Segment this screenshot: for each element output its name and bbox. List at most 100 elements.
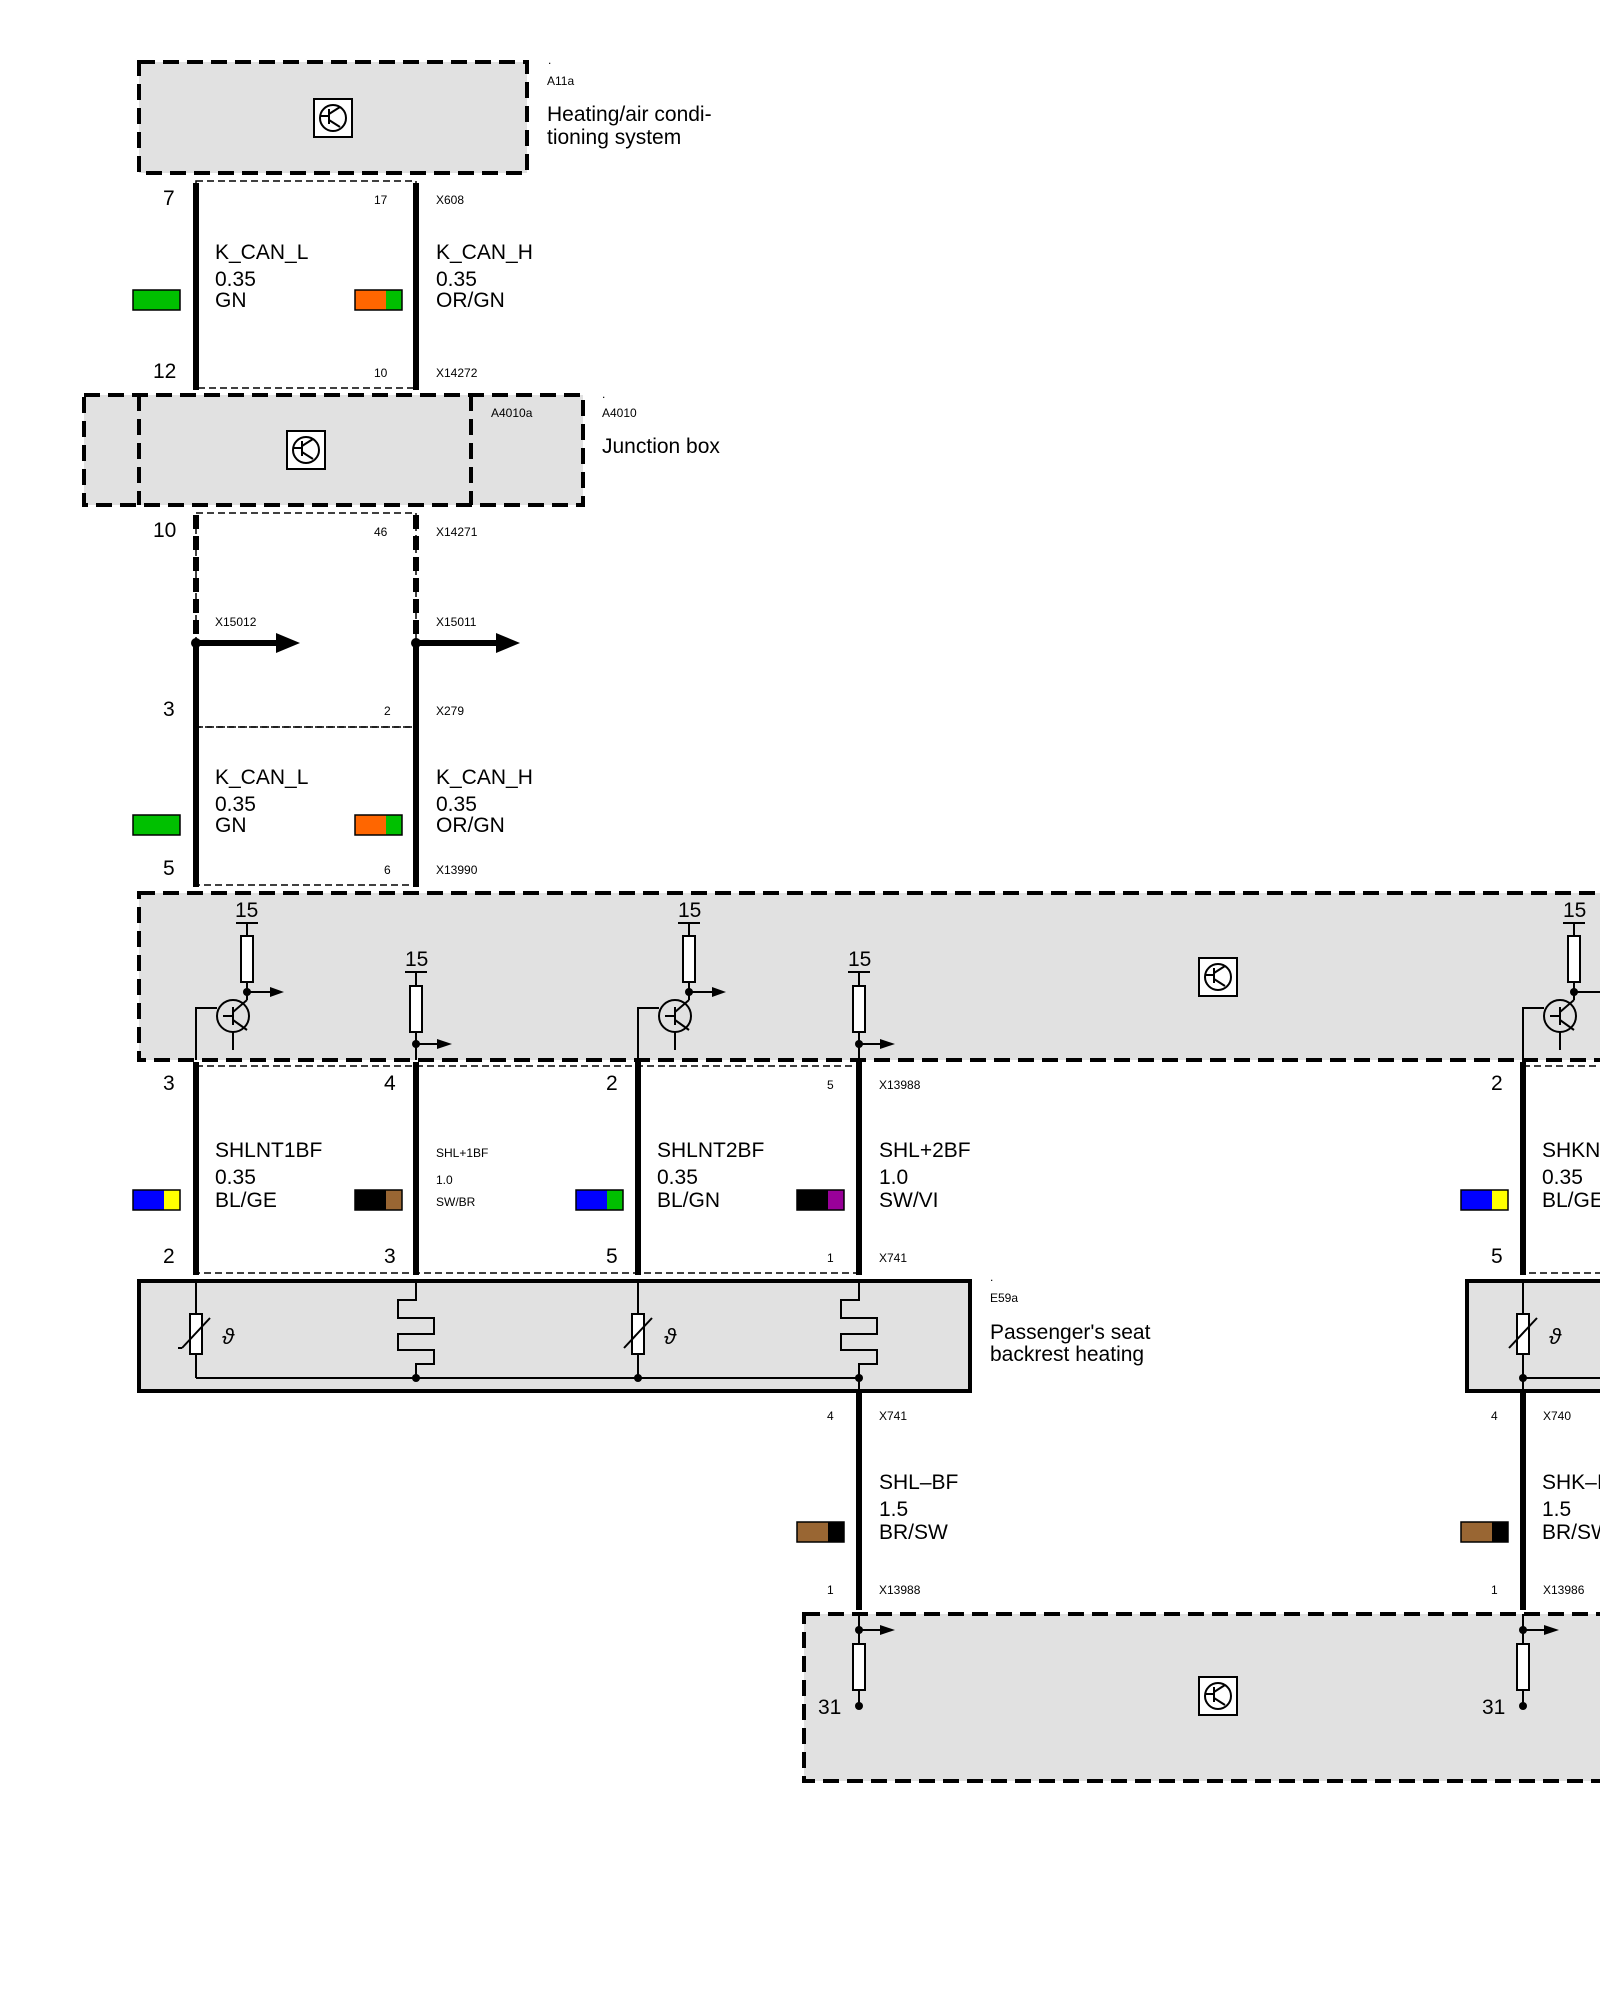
pin-jb-top-right: 10 [374, 366, 388, 380]
heating-element-icon [840, 1281, 878, 1391]
wire-shkn-partial-swatch [1460, 1189, 1509, 1211]
driver-seat-heating-box-partial [1465, 1279, 1600, 1393]
wire-shk-partial-swatch [1460, 1521, 1509, 1543]
pin-seat-in-3: 5 [606, 1245, 618, 1268]
ntc-thermistor-icon: ϑ [1508, 1281, 1600, 1391]
wire-shk-partial-size: 1.5 [1542, 1498, 1571, 1521]
terminal-kl15: 15 [678, 899, 701, 922]
pin-module-out-3: 2 [606, 1072, 618, 1095]
a11a-name-line1: Heating/air condi- [547, 103, 712, 126]
pin-x279-left: 3 [163, 698, 175, 721]
ground-resistor-left: 31 [818, 1614, 895, 1719]
ecu-icon [1198, 1676, 1238, 1716]
wire-shlnt2bf-signal: SHLNT2BF [657, 1139, 764, 1162]
connector-outline-x13988 [195, 1065, 860, 1274]
wire-shlnt1bf-swatch [132, 1189, 181, 1211]
a11a-id: A11a [547, 74, 574, 88]
wire-shlnt2bf-size: 0.35 [657, 1166, 698, 1189]
wire-kcanh-2-size: 0.35 [436, 793, 477, 816]
wire-kcanh-1-size: 0.35 [436, 268, 477, 291]
pin-module-out-2: 4 [384, 1072, 396, 1095]
junction-dot [855, 1374, 863, 1382]
connector-x740: X740 [1543, 1409, 1571, 1423]
terminal-kl15: 15 [235, 899, 258, 922]
e59a-name-line2: backrest heating [990, 1343, 1144, 1366]
svg-text:ϑ: ϑ [222, 1324, 235, 1349]
wire-shlbf-size: 1.5 [879, 1498, 908, 1521]
ecu-icon [286, 430, 326, 470]
wire-shlnt2bf-color: BL/GN [657, 1189, 720, 1212]
connector-x13986: X13986 [1543, 1583, 1585, 1597]
a4010-dot: . [602, 387, 605, 401]
wire-kcanl-1-signal: K_CAN_L [215, 241, 308, 264]
wire-kcanh-1-signal: K_CAN_H [436, 241, 533, 264]
wire-shk-partial-signal: SHK–I [1542, 1471, 1600, 1494]
heating-element-icon [397, 1281, 435, 1378]
pin-a11a-left: 7 [163, 187, 175, 210]
wire-shl2bf-size: 1.0 [879, 1166, 908, 1189]
pin-right-module-out: 2 [1491, 1072, 1503, 1095]
wire-shl1bf-color: SW/BR [436, 1195, 476, 1209]
ground-resistor-right: 31 [1482, 1614, 1559, 1719]
pin-seat-in-1: 2 [163, 1245, 175, 1268]
terminal-kl15: 15 [1563, 899, 1586, 922]
wire-kcanh-1-swatch [354, 289, 403, 311]
wire-kcanh-2-signal: K_CAN_H [436, 766, 533, 789]
wire-kcanl-2-size: 0.35 [215, 793, 256, 816]
internal-transistor-driver-1: 15 [195, 899, 284, 1060]
connector-x279: X279 [436, 704, 464, 718]
internal-transistor-driver-right: 15 [1522, 899, 1600, 1060]
pin-jb-bottom-left: 10 [153, 519, 176, 542]
pin-jb-bottom-right: 46 [374, 525, 388, 539]
connector-x741-top: X741 [879, 1251, 907, 1265]
ntc-thermistor-icon: ϑ [178, 1281, 235, 1378]
pin-x279-right: 2 [384, 704, 391, 718]
wire-kcanl-1-size: 0.35 [215, 268, 256, 291]
connector-x13988-top: X13988 [879, 1078, 921, 1092]
pin-right-ground-in: 1 [1491, 1583, 1498, 1597]
pin-module-out-4: 5 [827, 1078, 834, 1092]
a4010-name: Junction box [602, 435, 720, 458]
wire-shlnt1bf-size: 0.35 [215, 1166, 256, 1189]
arrow-right-icon [276, 633, 300, 653]
wire-kcanh-1-color: OR/GN [436, 289, 505, 312]
terminal-kl15: 15 [405, 948, 428, 971]
connector-x15011: X15011 [436, 615, 477, 629]
internal-resistor-driver-2: 15 [405, 948, 452, 1060]
wire-shkn-partial-color: BL/GE [1542, 1189, 1600, 1212]
internal-transistor-driver-3: 15 [637, 899, 726, 1060]
pin-seat-in-2: 3 [384, 1245, 396, 1268]
wire-shl1bf-size: 1.0 [436, 1173, 453, 1187]
wire-shlnt1bf-signal: SHLNT1BF [215, 1139, 322, 1162]
wire-kcanl-2-swatch [132, 814, 181, 836]
internal-resistor-driver-4: 15 [848, 948, 895, 1060]
e59a-dot: . [990, 1270, 993, 1284]
terminal-kl31: 31 [1482, 1696, 1505, 1719]
wire-shlbf-swatch [796, 1521, 845, 1543]
arrow-right-icon [496, 633, 520, 653]
pin-ground-in: 1 [827, 1583, 834, 1597]
ecu-icon [1198, 957, 1238, 997]
ntc-thermistor-icon: ϑ [623, 1281, 677, 1378]
terminal-kl31: 31 [818, 1696, 841, 1719]
junction-dot [634, 1374, 642, 1382]
pin-seat-out: 4 [827, 1409, 834, 1423]
wire-shlnt1bf-color: BL/GE [215, 1189, 277, 1212]
pin-x13990-left: 5 [163, 857, 175, 880]
connector-x14271: X14271 [436, 525, 478, 539]
connector-x741-bottom: X741 [879, 1409, 907, 1423]
connector-x13990: X13990 [436, 863, 478, 877]
a4010a-id: A4010a [491, 406, 533, 420]
wire-shkn-partial-signal: SHKN [1542, 1139, 1600, 1162]
svg-text:ϑ: ϑ [1549, 1324, 1562, 1349]
connector-x14272: X14272 [436, 366, 478, 380]
wire-shl1bf-signal: SHL+1BF [436, 1146, 488, 1160]
wire-kcanl-1-color: GN [215, 289, 247, 312]
wire-shkn-partial-size: 0.35 [1542, 1166, 1583, 1189]
ecu-icon [313, 98, 353, 138]
e59a-seat-heating-box [137, 1279, 972, 1393]
wire-shl2bf-signal: SHL+2BF [879, 1139, 971, 1162]
pin-x13990-right: 6 [384, 863, 391, 877]
wire-kcanl-2-signal: K_CAN_L [215, 766, 308, 789]
